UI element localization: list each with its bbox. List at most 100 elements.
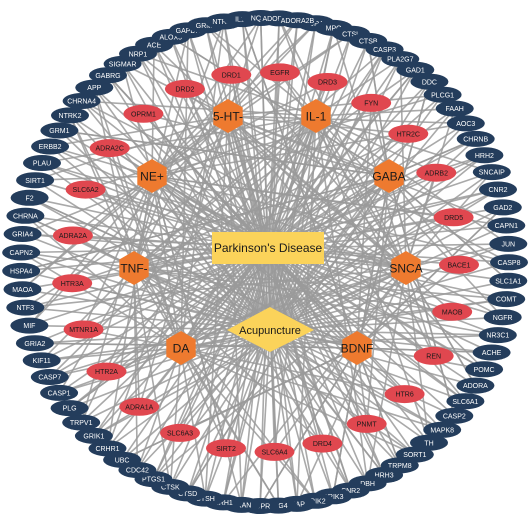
outer-node-hrh2[interactable] [465,147,504,164]
outer-node-gad2[interactable] [483,199,522,216]
outer-node-grik1[interactable] [74,427,113,444]
middle-node-egfr[interactable] [259,63,300,82]
outer-node-slc6a1[interactable] [446,393,485,410]
middle-node-htr2c[interactable] [388,124,429,143]
outer-node-label: GRIA2 [24,341,45,348]
outer-node-label: CNR2 [488,187,507,194]
outer-node-chrna[interactable] [6,207,45,224]
middle-node-adra1a[interactable] [119,397,160,416]
edge [179,247,269,434]
outer-node-ntf3[interactable] [6,299,45,316]
middle-node-drd4[interactable] [302,434,343,453]
outer-node-capn1[interactable] [487,217,526,234]
outer-node-label: PLA2G7 [387,57,414,64]
middle-node-oprm1[interactable] [123,104,164,123]
middle-node-bace1[interactable] [439,255,479,274]
outer-node-gria4[interactable] [3,226,42,242]
middle-node-drd1[interactable] [211,65,252,84]
hub-node-bdnf[interactable] [342,331,372,365]
middle-node-drd5[interactable] [433,208,474,227]
outer-node-maoa[interactable] [3,281,42,298]
hub-node-il-1[interactable] [301,99,331,133]
outer-node-label: KIF11 [33,358,51,365]
outer-node-hspa4[interactable] [2,262,41,279]
outer-node-plau[interactable] [23,155,61,171]
outer-node-ntrk2[interactable] [51,107,89,124]
middle-node-drd3[interactable] [307,73,348,91]
outer-node-pomc[interactable] [465,361,504,378]
outer-node-faah[interactable] [435,100,474,117]
outer-node-ngfr[interactable] [483,309,522,326]
hub-node-da[interactable] [166,331,196,365]
outer-node-f2[interactable] [10,189,49,206]
hub-node-tnf[interactable] [119,251,149,285]
hub-node-label: SNCA [389,262,422,276]
outer-node-nr3c1[interactable] [478,327,517,344]
hub-node-gaba[interactable] [374,159,404,193]
outer-node-kif11[interactable] [22,352,61,369]
middle-node-label: SLC6A4 [261,450,287,457]
middle-node-slc6a4[interactable] [254,442,295,461]
middle-node-slc6a3[interactable] [160,423,200,442]
middle-node-htr3a[interactable] [52,274,93,293]
edge [121,63,269,249]
outer-node-comt[interactable] [487,291,526,308]
outer-node-app[interactable] [75,79,114,96]
outer-node-trpv1[interactable] [62,414,101,431]
middle-node-drd2[interactable] [164,79,205,98]
outer-node-grm1[interactable] [40,122,79,139]
edge [278,18,317,117]
outer-node-label: CASP2 [443,414,466,421]
outer-node-capn2[interactable] [2,244,41,261]
outer-node-gria2[interactable] [15,335,54,352]
outer-node-adora[interactable] [456,377,495,394]
outer-node-jun[interactable] [489,235,528,252]
acupuncture-node[interactable] [227,307,314,352]
hub-node-snca[interactable] [391,251,421,285]
middle-node-htr2a[interactable] [86,362,127,381]
middle-node-adra2c[interactable] [89,139,130,158]
outer-node-slc1a1[interactable] [489,272,528,289]
middle-node-htr6[interactable] [384,385,425,404]
outer-node-ddc[interactable] [410,73,449,90]
outer-node-sirt1[interactable] [16,172,55,189]
middle-node-slc6a2[interactable] [65,180,106,199]
edge [72,282,358,349]
middle-node-ren[interactable] [413,346,454,365]
outer-node-chrnb[interactable] [456,130,495,147]
outer-node-adora2b[interactable] [278,12,317,29]
hub-node-ne[interactable] [137,159,167,193]
hub-node-5-ht[interactable] [213,99,243,133]
parkinsons-disease-node[interactable] [212,232,324,264]
outer-node-mif[interactable] [10,317,49,334]
outer-node-sncaip[interactable] [472,164,511,181]
outer-node-chrna4[interactable] [62,93,101,109]
middle-node-pnmt[interactable] [346,414,387,433]
outer-node-ache[interactable] [472,344,511,361]
outer-node-aoc3[interactable] [446,115,485,132]
middle-node-adrb2[interactable] [416,163,457,182]
outer-node-label: SIRT1 [25,178,45,185]
middle-node-sirt2[interactable] [206,439,246,458]
middle-node-label: EGFR [270,70,289,77]
outer-node-gad1[interactable] [396,61,435,78]
outer-node-th[interactable] [410,434,448,451]
middle-node-label: ADRA2A [59,233,87,240]
outer-node-plcg1[interactable] [423,86,462,103]
outer-node-erbb2[interactable] [31,138,70,155]
outer-node-casp7[interactable] [30,369,69,385]
outer-node-casp2[interactable] [435,407,474,424]
outer-node-plg[interactable] [50,400,89,417]
middle-node-maob[interactable] [432,302,473,321]
outer-node-cnr2[interactable] [479,181,517,198]
outer-node-label: PLCG1 [431,92,454,99]
outer-node-crhr1[interactable] [88,440,127,457]
middle-node-mtnr1a[interactable] [63,320,104,339]
outer-node-casp1[interactable] [40,384,79,401]
outer-node-casp8[interactable] [490,254,528,271]
middle-node-adra2a[interactable] [52,226,93,245]
middle-node-fyn[interactable] [351,93,392,112]
middle-node-label: SIRT2 [216,446,236,453]
outer-node-mapk8[interactable] [423,421,462,438]
center-layer: Parkinson's Disease Acupuncture [212,232,324,352]
